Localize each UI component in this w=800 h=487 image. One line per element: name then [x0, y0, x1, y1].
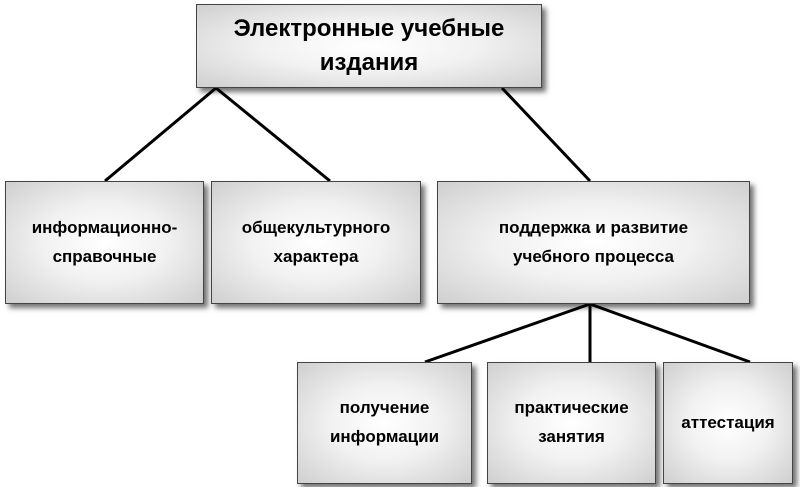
node-practical-classes: практические занятия: [487, 362, 656, 484]
node-electronic-textbooks-line2: издания: [319, 49, 419, 76]
connector-support-to-attestation: [589, 302, 751, 364]
connector-root-to-cultural: [215, 86, 331, 183]
connector-support-to-getinfo: [424, 302, 591, 364]
node-practical-classes-line1: практические: [514, 398, 629, 418]
connector-root-to-info: [104, 86, 217, 183]
node-general-cultural: общекультурного характера: [211, 181, 421, 304]
node-electronic-textbooks-line1: Электронные учебные: [233, 15, 505, 43]
node-general-cultural-line1: общекультурного: [241, 217, 391, 237]
node-general-cultural-line2: характера: [273, 246, 359, 266]
node-electronic-textbooks: Электронные учебные издания: [196, 4, 542, 88]
node-info-reference-line1: информационно-: [31, 217, 178, 237]
node-getting-information-line2: информации: [329, 427, 440, 446]
connector-root-to-support: [500, 86, 592, 183]
node-learning-support-line2: учебного процесса: [513, 246, 674, 266]
node-info-reference: информационно- справочные: [5, 181, 204, 304]
node-attestation-line1: аттестация: [681, 412, 775, 432]
node-attestation: аттестация: [663, 362, 793, 484]
node-practical-classes-line2: занятия: [538, 427, 605, 446]
node-learning-support-line1: поддержка и развитие: [498, 217, 689, 237]
node-getting-information-line1: получение: [339, 398, 430, 418]
node-learning-support: поддержка и развитие учебного процесса: [437, 181, 750, 304]
node-getting-information: получение информации: [297, 362, 472, 484]
node-info-reference-line2: справочные: [52, 246, 157, 266]
